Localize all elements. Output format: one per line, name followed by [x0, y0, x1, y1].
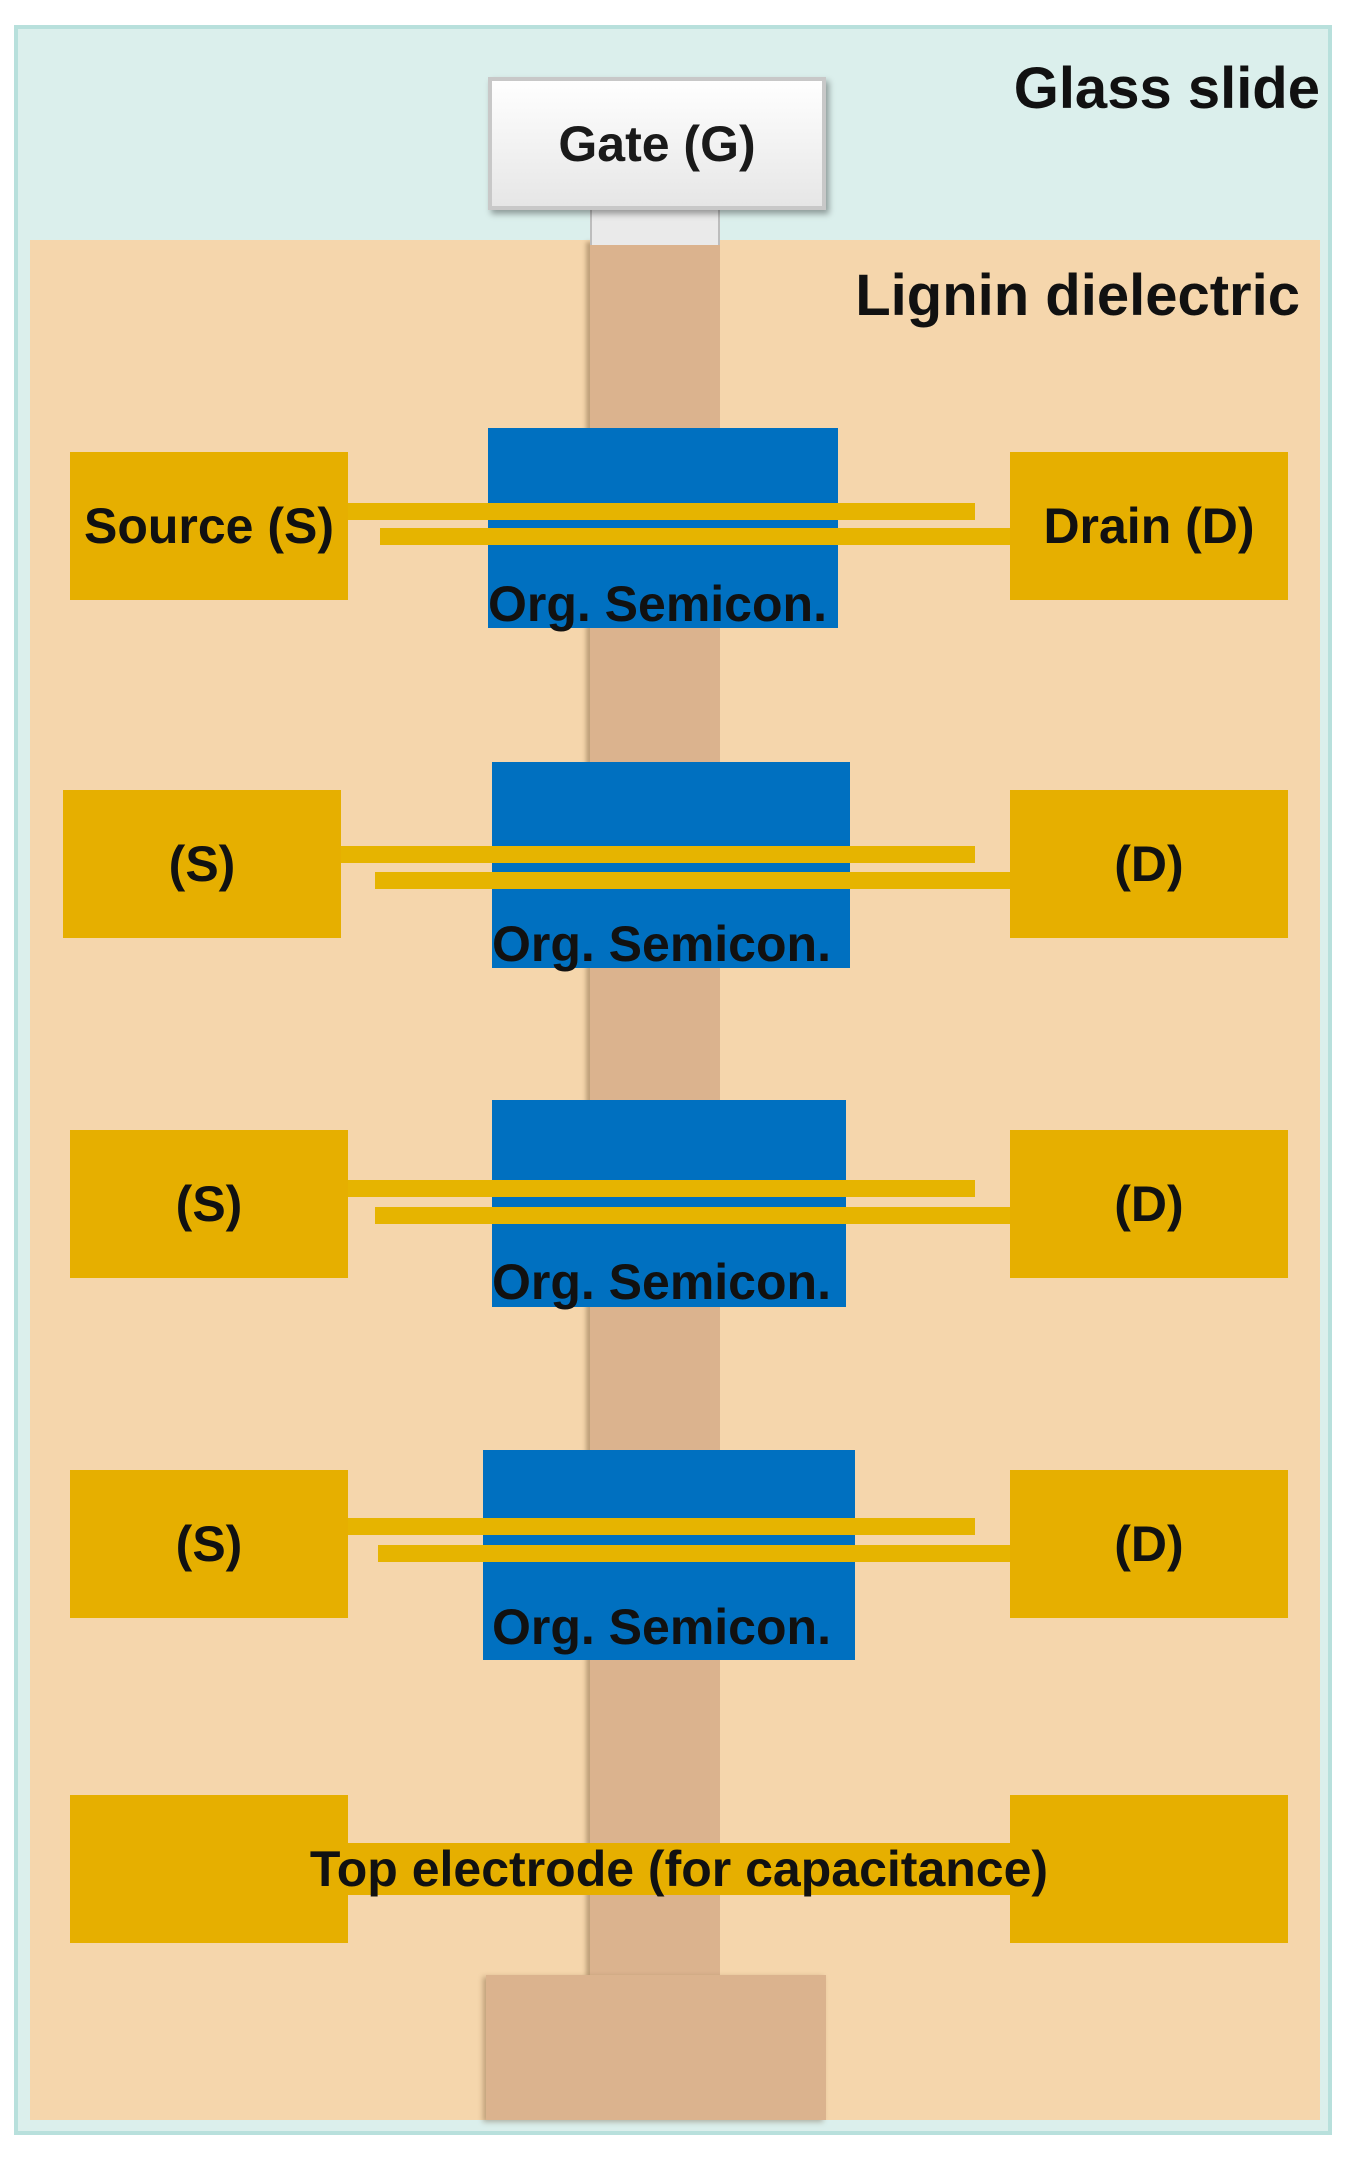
drain-finger-1: [380, 528, 1015, 545]
drain-pad-3: (D): [1010, 1130, 1288, 1278]
source-pad-1: Source (S): [70, 452, 348, 600]
semiconductor-label-3: Org. Semicon.: [492, 1254, 831, 1310]
source-finger-2: [335, 846, 975, 863]
drain-finger-2: [375, 872, 1015, 889]
drain-pad-1: Drain (D): [1010, 452, 1288, 600]
source-finger-3: [340, 1180, 975, 1197]
drain-finger-3: [375, 1207, 1015, 1224]
semiconductor-2: [492, 762, 850, 968]
gate-connector: [590, 205, 720, 245]
semiconductor-label-1: Org. Semicon.: [488, 576, 827, 632]
gate-pad: Gate (G): [488, 77, 826, 210]
lignin-dielectric-label: Lignin dielectric: [855, 263, 1300, 328]
source-pad-2: (S): [63, 790, 341, 938]
source-pad-3: (S): [70, 1130, 348, 1278]
semiconductor-label-4: Org. Semicon.: [492, 1599, 831, 1655]
glass-slide-label: Glass slide: [1013, 56, 1320, 121]
drain-pad-4: (D): [1010, 1470, 1288, 1618]
top-electrode-strip: [340, 1843, 1020, 1895]
top-electrode-label: Top electrode (for capacitance): [309, 1841, 1049, 1897]
top-electrode-right-pad: [1010, 1795, 1288, 1943]
semiconductor-label-2: Org. Semicon.: [492, 916, 831, 972]
gate-bottom-pad: [486, 1975, 826, 2120]
source-pad-4: (S): [70, 1470, 348, 1618]
source-finger-4: [340, 1518, 975, 1535]
semiconductor-3: [492, 1100, 846, 1307]
drain-pad-2: (D): [1010, 790, 1288, 938]
top-electrode-left-pad: [70, 1795, 348, 1943]
source-finger-1: [340, 503, 975, 520]
drain-finger-4: [378, 1545, 1015, 1562]
